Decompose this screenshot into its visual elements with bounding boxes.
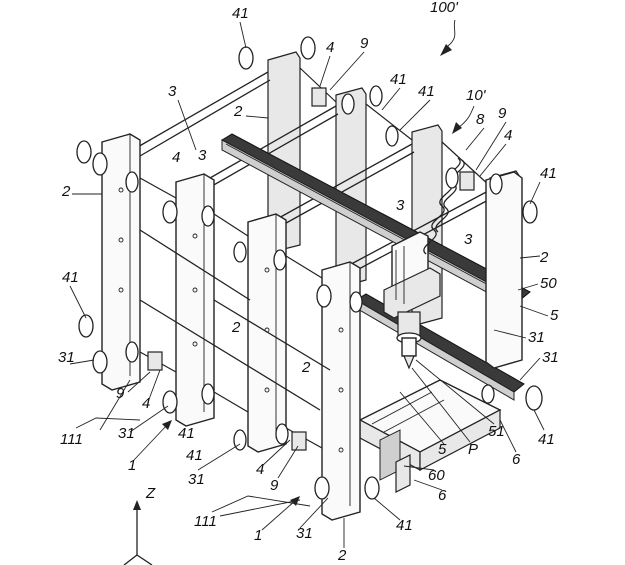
ref-51: 51 <box>488 423 505 440</box>
base-carriage <box>358 379 502 493</box>
figure-ref-label: 100' <box>430 0 459 16</box>
axis-z-label: Z <box>145 485 156 502</box>
ref-4: 4 <box>326 39 334 56</box>
brackets <box>147 87 475 451</box>
ref-31: 31 <box>542 349 559 366</box>
ref-5: 5 <box>550 307 559 324</box>
assembly-arrows <box>133 420 300 531</box>
leader-lines <box>69 21 549 548</box>
ref-2: 2 <box>337 547 347 564</box>
ref-1: 1 <box>254 527 262 544</box>
tool-head <box>383 231 441 370</box>
ref-31: 31 <box>118 425 135 442</box>
ref-31: 31 <box>296 525 313 542</box>
ref-4: 4 <box>142 395 150 412</box>
ref-41: 41 <box>540 165 557 182</box>
ref-2: 2 <box>539 249 549 266</box>
ref-41: 41 <box>62 269 79 286</box>
axis-indicator: Z <box>123 485 156 565</box>
ref-1: 1 <box>128 457 136 474</box>
ref-6: 6 <box>438 487 447 504</box>
ref-60: 60 <box>428 467 445 484</box>
ref-41: 41 <box>538 431 555 448</box>
ref-41: 41 <box>232 5 249 22</box>
ref-41: 41 <box>396 517 413 534</box>
ref-3: 3 <box>396 197 405 214</box>
figure-ref-marker: 100' <box>430 0 459 56</box>
ref-2: 2 <box>301 359 311 376</box>
ref-2: 2 <box>233 103 243 120</box>
ref-4: 4 <box>256 461 264 478</box>
ref-41: 41 <box>178 425 195 442</box>
ref-50: 50 <box>540 275 557 292</box>
ref-9: 9 <box>270 477 279 494</box>
front-posts <box>101 133 523 521</box>
ref-4: 4 <box>172 149 180 166</box>
ref-31: 31 <box>188 471 205 488</box>
ref-3: 3 <box>168 83 177 100</box>
ref-41: 41 <box>418 83 435 100</box>
ref-9: 9 <box>116 385 125 402</box>
ref-8: 8 <box>476 111 485 128</box>
ref-111: 111 <box>60 431 83 448</box>
ref-31: 31 <box>528 329 545 346</box>
ref-41: 41 <box>390 71 407 88</box>
ref-111: 111 <box>194 513 217 530</box>
ref-41: 41 <box>186 447 203 464</box>
ref-4: 4 <box>504 127 512 144</box>
ref-P: P <box>468 441 478 458</box>
ref-2: 2 <box>61 183 71 200</box>
ref-9: 9 <box>360 35 369 52</box>
ref-31: 31 <box>58 349 75 366</box>
flanges <box>76 36 543 500</box>
ref-9: 9 <box>498 105 507 122</box>
unit-ref-label: 10' <box>466 87 487 104</box>
ref-2: 2 <box>231 319 241 336</box>
ref-5: 5 <box>438 441 447 458</box>
reference-labels: 41 4 9 3 2 41 41 8 9 4 41 4 3 2 3 3 2 50… <box>58 5 559 564</box>
ref-6: 6 <box>512 451 521 468</box>
ref-3: 3 <box>198 147 207 164</box>
unit-ref-marker: 10' <box>452 87 487 134</box>
upper-rail <box>220 133 531 311</box>
ref-3: 3 <box>464 231 473 248</box>
